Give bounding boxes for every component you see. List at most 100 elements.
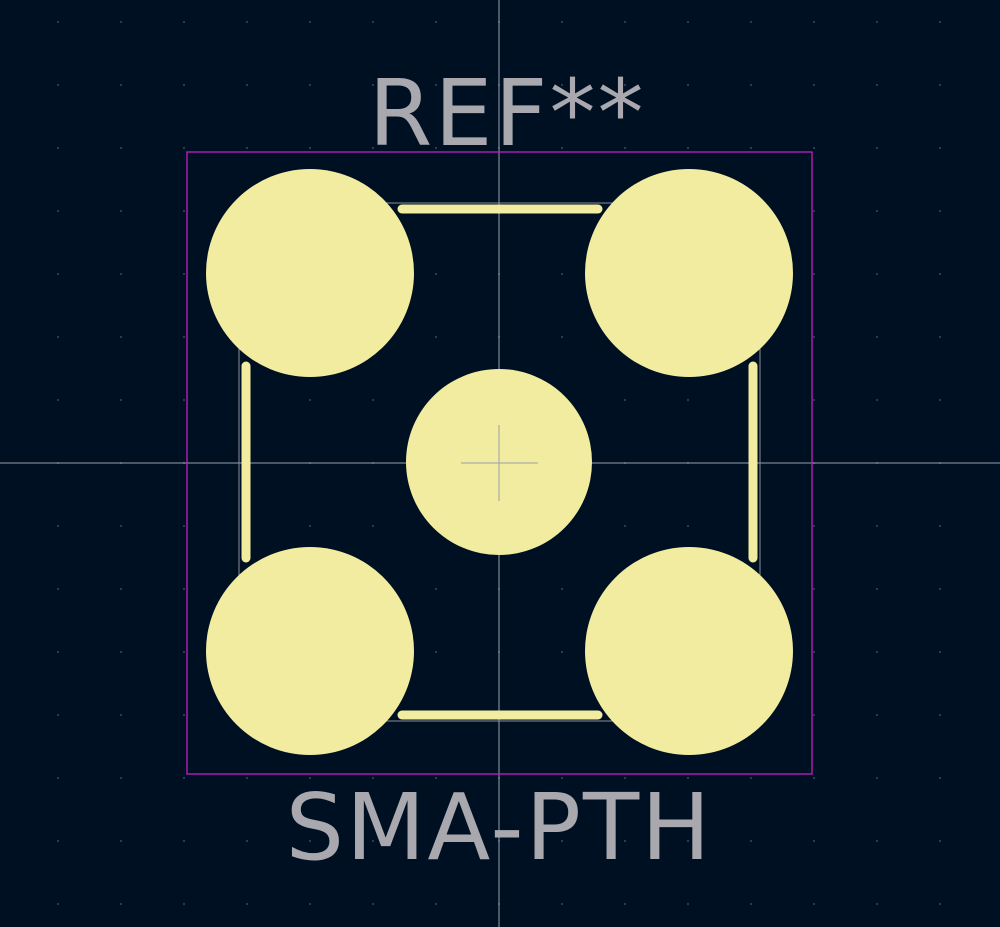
grid-dot xyxy=(561,777,563,779)
grid-dot xyxy=(750,21,752,23)
grid-dot xyxy=(372,21,374,23)
grid-dot xyxy=(246,84,248,86)
grid-dot xyxy=(120,84,122,86)
grid-dot xyxy=(435,147,437,149)
grid-dot xyxy=(57,210,59,212)
grid-dot xyxy=(372,147,374,149)
grid-dot xyxy=(309,84,311,86)
fab-outline[interactable] xyxy=(238,202,761,722)
grid-dot xyxy=(939,336,941,338)
grid-dot xyxy=(435,588,437,590)
corner-pad-bottom-left[interactable] xyxy=(206,547,414,755)
grid-dot xyxy=(876,84,878,86)
grid-dot xyxy=(183,903,185,905)
grid-dot xyxy=(309,399,311,401)
grid-dot xyxy=(813,399,815,401)
grid-dot xyxy=(57,21,59,23)
grid-dot xyxy=(939,21,941,23)
grid-dot xyxy=(813,273,815,275)
grid-dot xyxy=(435,21,437,23)
grid-dot xyxy=(309,903,311,905)
value-text[interactable]: SMA-PTH xyxy=(286,774,713,881)
grid-dot xyxy=(435,273,437,275)
grid-dot xyxy=(939,588,941,590)
grid-dot xyxy=(939,273,941,275)
grid-dot xyxy=(372,84,374,86)
grid-dot xyxy=(750,147,752,149)
grid-dot xyxy=(183,651,185,653)
grid-dot xyxy=(561,273,563,275)
grid-dot xyxy=(624,399,626,401)
grid-dot xyxy=(561,588,563,590)
grid-dot xyxy=(813,21,815,23)
grid-dot xyxy=(813,336,815,338)
grid-dot xyxy=(687,21,689,23)
grid-dot xyxy=(687,903,689,905)
corner-pad-top-left[interactable] xyxy=(206,169,414,377)
grid-dot xyxy=(309,21,311,23)
grid-dot xyxy=(687,84,689,86)
corner-pad-bottom-right[interactable] xyxy=(585,547,793,755)
grid-dot xyxy=(876,336,878,338)
grid-dot xyxy=(183,777,185,779)
grid-dot xyxy=(813,84,815,86)
grid-dot xyxy=(813,651,815,653)
grid-dot xyxy=(561,651,563,653)
grid-dot xyxy=(57,777,59,779)
grid-dot xyxy=(57,399,59,401)
grid-dot xyxy=(120,525,122,527)
grid-dot xyxy=(183,714,185,716)
grid-dot xyxy=(435,336,437,338)
grid-dot xyxy=(246,147,248,149)
grid-dot xyxy=(813,714,815,716)
grid-dot xyxy=(57,525,59,527)
grid-dot xyxy=(120,714,122,716)
grid-dot xyxy=(939,210,941,212)
reference-designator-text[interactable]: REF** xyxy=(369,60,646,167)
grid-dot xyxy=(876,777,878,779)
grid-dot xyxy=(876,651,878,653)
grid-dot xyxy=(57,840,59,842)
grid-dot xyxy=(120,588,122,590)
grid-dot xyxy=(120,903,122,905)
grid-dot xyxy=(57,651,59,653)
corner-pad-top-right[interactable] xyxy=(585,169,793,377)
grid-dot xyxy=(309,147,311,149)
grid-dot xyxy=(876,210,878,212)
grid-dot xyxy=(372,840,374,842)
grid-dot xyxy=(876,903,878,905)
grid-dot xyxy=(624,21,626,23)
grid-dot xyxy=(246,840,248,842)
courtyard-outline[interactable] xyxy=(186,151,813,775)
grid-dot xyxy=(687,525,689,527)
grid-dot xyxy=(876,147,878,149)
grid-dot xyxy=(687,777,689,779)
grid-dot xyxy=(939,714,941,716)
grid-dot xyxy=(876,525,878,527)
grid-dot xyxy=(939,147,941,149)
grid-dot xyxy=(939,840,941,842)
grid-dot xyxy=(372,525,374,527)
grid-dot xyxy=(183,21,185,23)
grid-dot xyxy=(813,147,815,149)
grid-dot xyxy=(57,903,59,905)
grid-dot xyxy=(687,147,689,149)
grid-dot xyxy=(624,147,626,149)
grid-dot xyxy=(939,651,941,653)
grid-dot xyxy=(939,777,941,779)
grid-dot xyxy=(183,525,185,527)
grid-dot xyxy=(435,840,437,842)
grid-dot xyxy=(624,903,626,905)
grid-dot xyxy=(561,147,563,149)
grid-dot xyxy=(246,903,248,905)
grid-dot xyxy=(246,21,248,23)
grid-dot xyxy=(57,273,59,275)
grid-dot xyxy=(183,147,185,149)
grid-dot xyxy=(939,525,941,527)
grid-dot xyxy=(561,840,563,842)
grid-dot xyxy=(309,777,311,779)
grid-dot xyxy=(372,903,374,905)
grid-dot xyxy=(561,21,563,23)
